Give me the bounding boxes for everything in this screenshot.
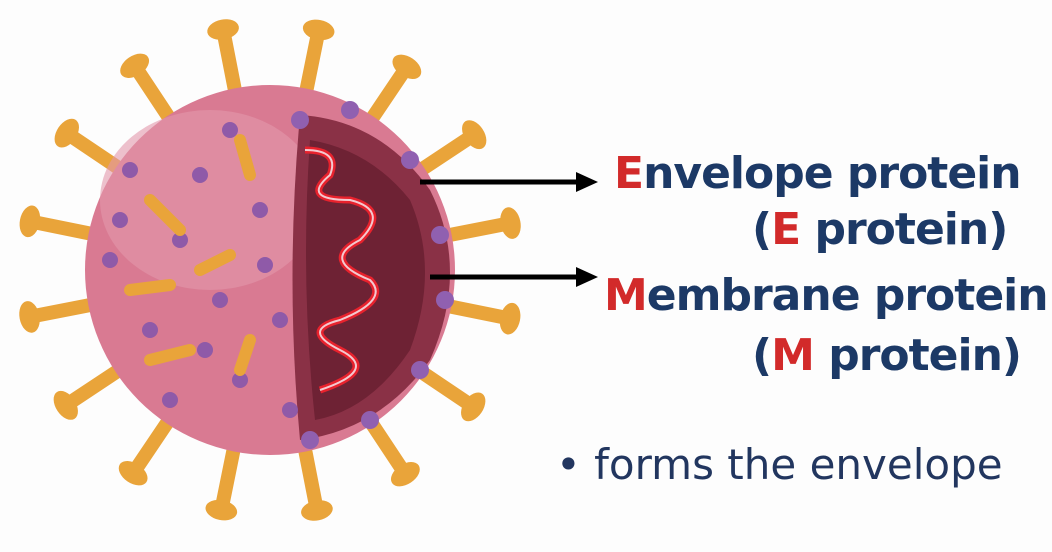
spike-head bbox=[207, 19, 239, 40]
highlight-letter: E bbox=[771, 204, 801, 255]
paren: ( bbox=[752, 204, 772, 255]
arrow-membrane bbox=[430, 267, 598, 287]
spike-head bbox=[205, 499, 238, 521]
bullet-text: forms the envelope bbox=[594, 440, 1003, 489]
highlight-letter: E bbox=[614, 148, 644, 199]
highlight-letter: M bbox=[604, 270, 648, 321]
membrane-protein-dot bbox=[102, 252, 118, 268]
membrane-protein-dot bbox=[341, 101, 359, 119]
membrane-protein-dot bbox=[301, 431, 319, 449]
spike-head bbox=[302, 19, 335, 41]
spike-head bbox=[120, 53, 150, 78]
envelope-protein-abbr: (E protein) bbox=[752, 204, 1008, 255]
membrane-protein-dot bbox=[401, 151, 419, 169]
membrane-protein-dot bbox=[436, 291, 454, 309]
paren: ( bbox=[752, 330, 772, 381]
spike bbox=[194, 249, 236, 276]
label-text: nvelope protein bbox=[643, 148, 1022, 199]
spike bbox=[234, 134, 256, 181]
coronavirus-illustration bbox=[19, 19, 598, 521]
membrane-protein-dot bbox=[257, 257, 273, 273]
membrane-proteins bbox=[102, 101, 454, 449]
membrane-protein-dot bbox=[112, 212, 128, 228]
spike-head bbox=[500, 207, 521, 239]
membrane-protein-dot bbox=[282, 402, 298, 418]
bullet-point: • forms the envelope bbox=[556, 440, 1003, 489]
envelope-protein-label: Envelope protein bbox=[614, 148, 1022, 199]
spike bbox=[234, 334, 256, 376]
membrane-protein-dot bbox=[162, 392, 178, 408]
membrane-protein-dot bbox=[291, 111, 309, 129]
spike-head bbox=[53, 390, 78, 420]
membrane-protein-dot bbox=[272, 312, 288, 328]
spike-head bbox=[301, 500, 333, 521]
spike-head bbox=[499, 302, 521, 335]
highlight-letter: M bbox=[771, 330, 815, 381]
spike-head bbox=[19, 301, 40, 333]
bullet-marker: • bbox=[556, 440, 581, 489]
membrane-protein-dot bbox=[411, 361, 429, 379]
membrane-protein-dot bbox=[172, 232, 188, 248]
label-text: protein) bbox=[813, 330, 1022, 381]
membrane-protein-dot bbox=[252, 202, 268, 218]
membrane-protein-dot bbox=[197, 342, 213, 358]
spike-head bbox=[118, 461, 148, 486]
membrane-protein-dot bbox=[212, 292, 228, 308]
membrane-protein-abbr: (M protein) bbox=[752, 330, 1022, 381]
spike-head bbox=[390, 462, 420, 487]
label-text: embrane protein bbox=[646, 270, 1049, 321]
membrane-protein-dot bbox=[192, 167, 208, 183]
membrane-protein-label: Membrane protein bbox=[604, 270, 1049, 321]
membrane-protein-dot bbox=[222, 122, 238, 138]
spike-head bbox=[392, 54, 422, 79]
spike-head bbox=[461, 392, 486, 422]
spike bbox=[124, 279, 176, 296]
label-text: protein) bbox=[800, 204, 1008, 255]
spike bbox=[144, 194, 186, 236]
membrane-protein-dot bbox=[361, 411, 379, 429]
spike-head bbox=[54, 118, 79, 148]
membrane-protein-dot bbox=[122, 162, 138, 178]
membrane-protein-dot bbox=[142, 322, 158, 338]
membrane-protein-dot bbox=[232, 372, 248, 388]
spike-head bbox=[19, 205, 41, 238]
spike bbox=[144, 344, 196, 366]
spike-head bbox=[462, 120, 487, 150]
arrow-envelope bbox=[420, 172, 598, 192]
membrane-protein-dot bbox=[431, 226, 449, 244]
